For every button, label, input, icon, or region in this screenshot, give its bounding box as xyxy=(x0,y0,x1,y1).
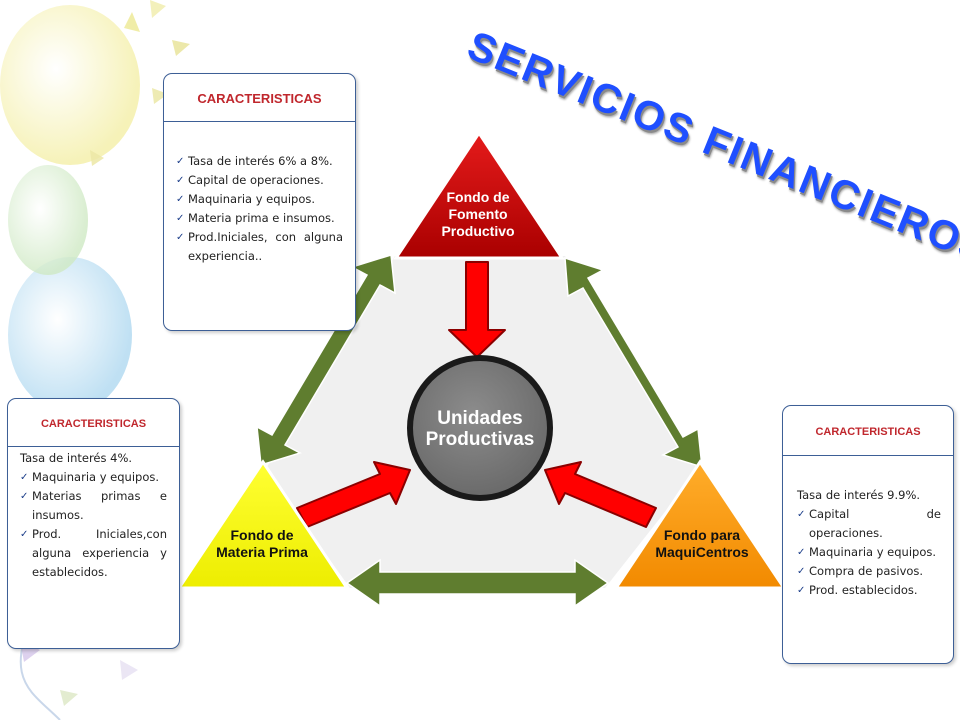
list-item: Capital de operaciones. xyxy=(176,171,343,190)
characteristics-list: Tasa de interés 4%. Maquinaria y equipos… xyxy=(20,449,167,582)
label-line: MaquiCentros xyxy=(655,544,749,560)
label-line: Fondo para xyxy=(663,527,741,543)
list-item: Prod.Iniciales, con alguna experiencia.. xyxy=(176,228,343,266)
fondo-materia-prima-label: Fondo de Materia Prima xyxy=(200,527,324,561)
list-item: Tasa de interés 6% a 8%. xyxy=(176,152,343,171)
label-line: Productivas xyxy=(425,429,535,450)
list-item: Materia prima e insumos. xyxy=(176,209,343,228)
card-heading: CARACTERISTICAS xyxy=(8,399,179,447)
list-item: Maquinaria y equipos. xyxy=(20,468,167,487)
list-item: Maquinaria y equipos. xyxy=(176,190,343,209)
label-line: Fondo de xyxy=(230,527,294,543)
circle-unidades-productivas[interactable] xyxy=(407,355,553,501)
triangle-fondo-maquicentros[interactable] xyxy=(613,459,787,590)
list-item: Prod. establecidos. xyxy=(797,581,941,600)
arrow-top-to-center xyxy=(448,261,506,358)
card-body: Tasa de interés 6% a 8%. Capital de oper… xyxy=(164,122,355,266)
label-line: Unidades xyxy=(437,408,523,429)
balloon-yellow xyxy=(0,5,140,165)
card-fondo-maquicentros: CARACTERISTICAS Tasa de interés 9.9%. Ca… xyxy=(782,405,954,664)
list-intro: Tasa de interés 9.9%. xyxy=(797,488,921,502)
list-intro: Tasa de interés 4%. xyxy=(20,451,133,465)
unidades-productivas-label: Unidades Productivas xyxy=(417,408,543,450)
label-line: Productivo xyxy=(441,223,515,239)
arrow-right-to-center xyxy=(544,461,657,528)
card-body: Tasa de interés 9.9%. Capital de operaci… xyxy=(783,456,953,600)
list-item: Prod. Iniciales,con alguna experiencia y… xyxy=(20,525,167,582)
list-item: Maquinaria y equipos. xyxy=(797,543,941,562)
list-item: Capital de operaciones. xyxy=(797,505,941,543)
card-fondo-materia-prima: CARACTERISTICAS Tasa de interés 4%. Maqu… xyxy=(7,398,180,649)
triangle-fondo-materia-prima[interactable] xyxy=(176,459,350,590)
double-arrow-bottom-side xyxy=(345,558,610,608)
fondo-fomento-productivo-label: Fondo de Fomento Productivo xyxy=(418,189,538,240)
fondo-maquicentros-label: Fondo para MaquiCentros xyxy=(640,527,764,561)
list-item: Materias primas e insumos. xyxy=(20,487,167,525)
arrow-left-to-center xyxy=(296,461,411,528)
characteristics-list: Tasa de interés 6% a 8%. Capital de oper… xyxy=(176,152,343,266)
balloon-green xyxy=(8,165,88,275)
card-heading: CARACTERISTICAS xyxy=(164,74,355,122)
characteristics-list: Tasa de interés 9.9%. Capital de operaci… xyxy=(797,486,941,600)
card-body: Tasa de interés 4%. Maquinaria y equipos… xyxy=(8,447,179,582)
card-fondo-fomento-productivo: CARACTERISTICAS Tasa de interés 6% a 8%.… xyxy=(163,73,356,331)
balloon-blue xyxy=(8,257,132,413)
label-line: Fondo de xyxy=(446,189,510,205)
list-item: Compra de pasivos. xyxy=(797,562,941,581)
card-heading: CARACTERISTICAS xyxy=(783,406,953,456)
label-line: Fomento xyxy=(448,206,508,222)
triangle-fondo-fomento-productivo[interactable] xyxy=(393,130,565,260)
label-line: Materia Prima xyxy=(216,544,308,560)
